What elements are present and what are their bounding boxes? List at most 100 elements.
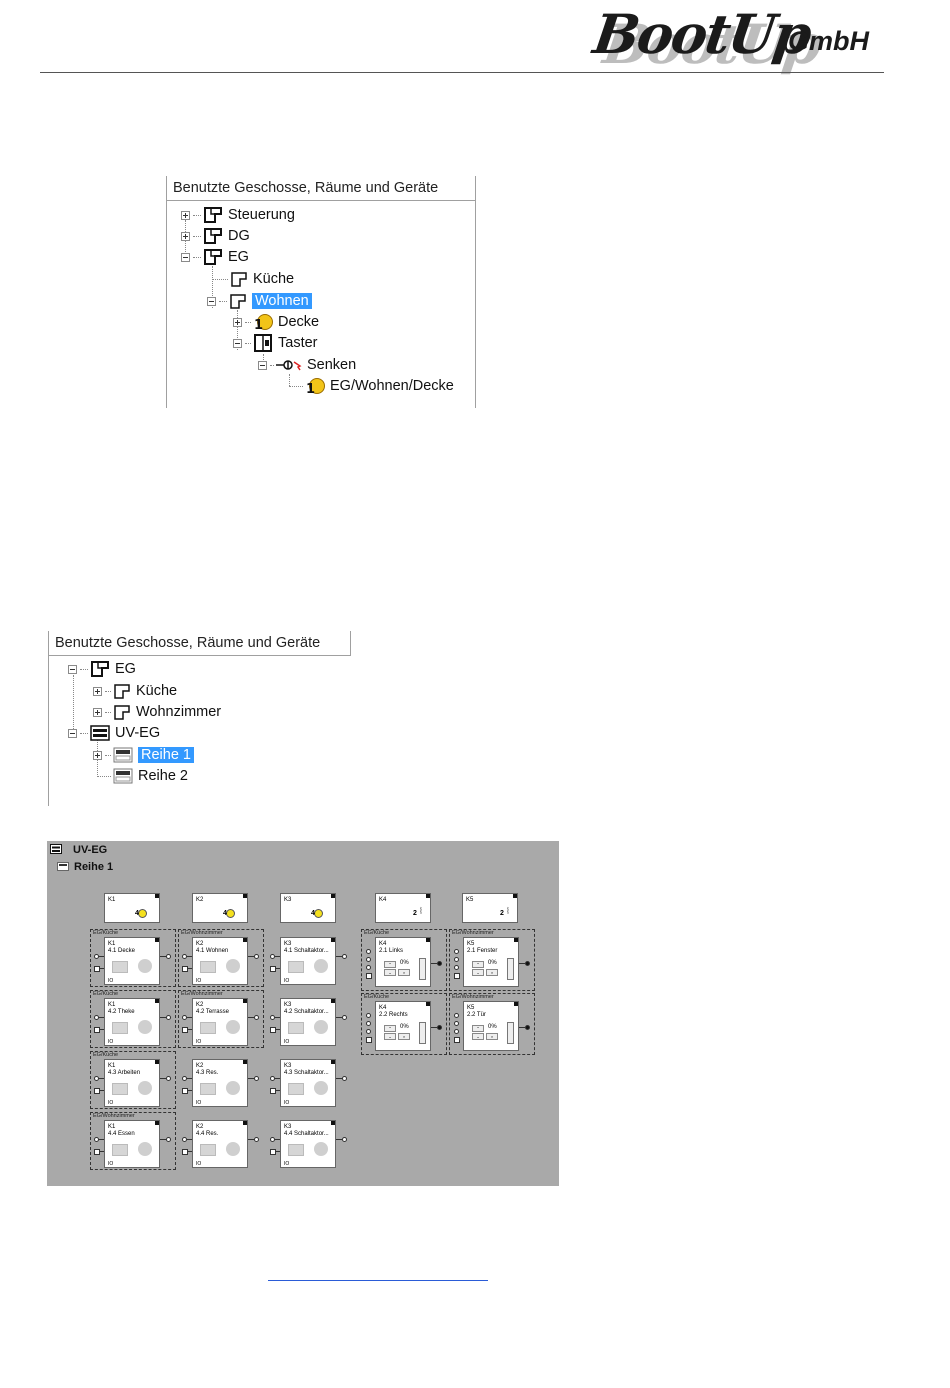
switch-toggle[interactable]: [200, 961, 216, 973]
input-pin-icon[interactable]: [454, 957, 459, 962]
tree-item-reihe-2[interactable]: Reihe 2: [97, 766, 188, 786]
input-pin-icon[interactable]: [366, 1013, 371, 1018]
output-pin-icon[interactable]: [166, 1137, 171, 1142]
switch-toggle[interactable]: [288, 961, 304, 973]
input-pin-icon[interactable]: [454, 949, 459, 954]
switch-toggle[interactable]: [112, 1083, 128, 1095]
collapse-icon[interactable]: [258, 360, 267, 370]
input-pin-icon[interactable]: [94, 1088, 100, 1094]
switch-toggle[interactable]: [288, 1022, 304, 1034]
input-pin-icon[interactable]: [454, 1037, 460, 1043]
output-pin-icon[interactable]: [342, 1137, 347, 1142]
blind-slider[interactable]: [419, 958, 426, 980]
input-pin-icon[interactable]: [270, 1027, 276, 1033]
collapse-icon[interactable]: [233, 338, 242, 348]
blind-slider[interactable]: [419, 1022, 426, 1044]
output-pin-icon[interactable]: [437, 961, 442, 966]
collapse-icon[interactable]: [207, 296, 216, 306]
input-pin-icon[interactable]: [454, 1021, 459, 1026]
tree-item-taster[interactable]: Taster: [233, 333, 318, 353]
hyperlink[interactable]: [268, 1270, 488, 1281]
switch-toggle[interactable]: [200, 1022, 216, 1034]
expand-icon[interactable]: [181, 231, 190, 241]
blind-stop-button[interactable]: ×: [486, 1033, 498, 1040]
switch-toggle[interactable]: [200, 1144, 216, 1156]
blind-down-button[interactable]: ⌄: [472, 1033, 484, 1040]
blind-slider[interactable]: [507, 1022, 514, 1044]
expand-icon[interactable]: [233, 317, 242, 327]
output-pin-icon[interactable]: [254, 1076, 259, 1081]
input-pin-icon[interactable]: [182, 1137, 187, 1142]
input-pin-icon[interactable]: [454, 1029, 459, 1034]
output-pin-icon[interactable]: [166, 1015, 171, 1020]
expand-icon[interactable]: [181, 210, 190, 220]
output-pin-icon[interactable]: [166, 954, 171, 959]
blind-up-button[interactable]: ⌃: [384, 961, 396, 968]
output-pin-icon[interactable]: [525, 961, 530, 966]
output-pin-icon[interactable]: [254, 1137, 259, 1142]
output-pin-icon[interactable]: [437, 1025, 442, 1030]
input-pin-icon[interactable]: [94, 1076, 99, 1081]
input-pin-icon[interactable]: [366, 949, 371, 954]
input-pin-icon[interactable]: [366, 957, 371, 962]
input-pin-icon[interactable]: [94, 954, 99, 959]
input-pin-icon[interactable]: [270, 966, 276, 972]
switch-toggle[interactable]: [200, 1083, 216, 1095]
input-pin-icon[interactable]: [270, 1076, 275, 1081]
switch-toggle[interactable]: [112, 1022, 128, 1034]
input-pin-icon[interactable]: [270, 1088, 276, 1094]
blind-stop-button[interactable]: ×: [398, 1033, 410, 1040]
input-pin-icon[interactable]: [94, 1015, 99, 1020]
tree-item-eg[interactable]: EG: [68, 659, 136, 679]
input-pin-icon[interactable]: [270, 1149, 276, 1155]
output-pin-icon[interactable]: [342, 1076, 347, 1081]
blind-down-button[interactable]: ⌄: [472, 969, 484, 976]
blind-down-button[interactable]: ⌄: [384, 969, 396, 976]
input-pin-icon[interactable]: [182, 1088, 188, 1094]
input-pin-icon[interactable]: [366, 1029, 371, 1034]
input-pin-icon[interactable]: [182, 1076, 187, 1081]
blind-down-button[interactable]: ⌄: [384, 1033, 396, 1040]
output-pin-icon[interactable]: [166, 1076, 171, 1081]
output-pin-icon[interactable]: [525, 1025, 530, 1030]
blind-stop-button[interactable]: ×: [398, 969, 410, 976]
input-pin-icon[interactable]: [182, 1015, 187, 1020]
output-pin-icon[interactable]: [254, 954, 259, 959]
input-pin-icon[interactable]: [94, 1149, 100, 1155]
tree-item-kueche[interactable]: Küche: [212, 269, 294, 289]
input-pin-icon[interactable]: [366, 973, 372, 979]
tree-item-wohnzimmer[interactable]: Wohnzimmer: [93, 702, 221, 722]
expand-icon[interactable]: [93, 707, 102, 717]
input-pin-icon[interactable]: [182, 1149, 188, 1155]
input-pin-icon[interactable]: [270, 1137, 275, 1142]
input-pin-icon[interactable]: [454, 973, 460, 979]
switch-toggle[interactable]: [112, 961, 128, 973]
blind-up-button[interactable]: ⌃: [384, 1025, 396, 1032]
tree-item-kueche[interactable]: Küche: [93, 681, 177, 701]
input-pin-icon[interactable]: [94, 1027, 100, 1033]
input-pin-icon[interactable]: [366, 1021, 371, 1026]
input-pin-icon[interactable]: [182, 966, 188, 972]
input-pin-icon[interactable]: [182, 1027, 188, 1033]
output-pin-icon[interactable]: [342, 954, 347, 959]
switch-toggle[interactable]: [288, 1144, 304, 1156]
input-pin-icon[interactable]: [366, 965, 371, 970]
tree-item-eg-wohnen-decke[interactable]: 1 EG/Wohnen/Decke: [289, 376, 454, 396]
input-pin-icon[interactable]: [270, 1015, 275, 1020]
